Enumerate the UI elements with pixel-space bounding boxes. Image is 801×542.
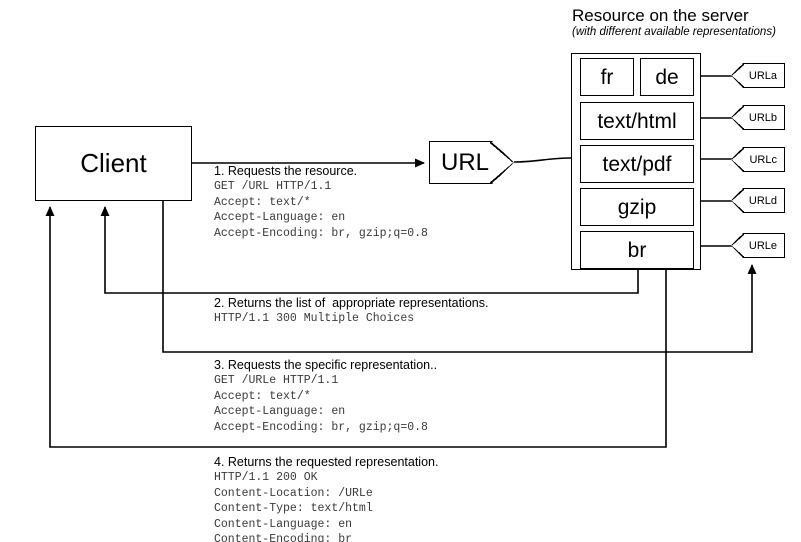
url-tag-label: URLd xyxy=(748,194,777,207)
step-3-title: 3. Requests the specific representation.… xyxy=(214,358,438,372)
resource-title: Resource on the server xyxy=(572,6,749,25)
url-tag-label: URLb xyxy=(748,111,777,124)
step-3-body: GET /URLe HTTP/1.1 Accept: text/* Accept… xyxy=(214,374,428,434)
step-3: 3. Requests the specific representation.… xyxy=(214,358,437,435)
step-1-title: 1. Requests the resource. xyxy=(214,164,358,178)
step-2-title: 2. Returns the list of appropriate repre… xyxy=(214,296,489,310)
representation-box-de[interactable]: de xyxy=(640,58,694,96)
representation-label: text/pdf xyxy=(602,152,672,176)
resource-subtitle: (with different available representation… xyxy=(572,26,776,38)
url-tag-label: URLa xyxy=(748,69,777,82)
client-node[interactable]: Client xyxy=(35,126,192,201)
flow-line-step4 xyxy=(45,206,667,448)
representation-box-gzip[interactable]: gzip xyxy=(580,188,694,226)
representation-label: fr xyxy=(600,65,614,89)
client-label: Client xyxy=(80,148,147,178)
url-node-label: URL xyxy=(440,148,489,176)
representation-label: br xyxy=(627,238,647,262)
url-tag-label: URLc xyxy=(749,153,777,166)
url-tag-urlb[interactable]: URLb xyxy=(731,105,785,130)
representation-label: text/html xyxy=(597,109,677,133)
representation-box-br[interactable]: br xyxy=(580,231,694,269)
representation-box-text-pdf[interactable]: text/pdf xyxy=(580,145,694,183)
step-1: 1. Requests the resource. GET /URL HTTP/… xyxy=(214,164,428,241)
representation-label: de xyxy=(655,65,679,89)
url-tag-urle[interactable]: URLe xyxy=(731,233,785,258)
step-2: 2. Returns the list of appropriate repre… xyxy=(214,296,488,327)
url-tag-label: URLe xyxy=(748,239,777,252)
step-4: 4. Returns the requested representation.… xyxy=(214,455,438,542)
representation-label: gzip xyxy=(617,195,657,219)
step-1-body: GET /URL HTTP/1.1 Accept: text/* Accept-… xyxy=(214,180,428,240)
step-4-body: HTTP/1.1 200 OK Content-Location: /URLe … xyxy=(214,471,373,542)
representation-box-text-html[interactable]: text/html xyxy=(580,102,694,140)
representation-box-fr[interactable]: fr xyxy=(580,58,634,96)
step-2-body: HTTP/1.1 300 Multiple Choices xyxy=(214,312,415,325)
flow-line-step2 xyxy=(100,206,639,294)
flow-line-url-to-resource xyxy=(513,157,572,163)
step-4-title: 4. Returns the requested representation. xyxy=(214,455,439,469)
flow-line-step3 xyxy=(162,201,757,353)
url-tag-urlc[interactable]: URLc xyxy=(731,147,785,172)
url-tag-urld[interactable]: URLd xyxy=(731,188,785,213)
